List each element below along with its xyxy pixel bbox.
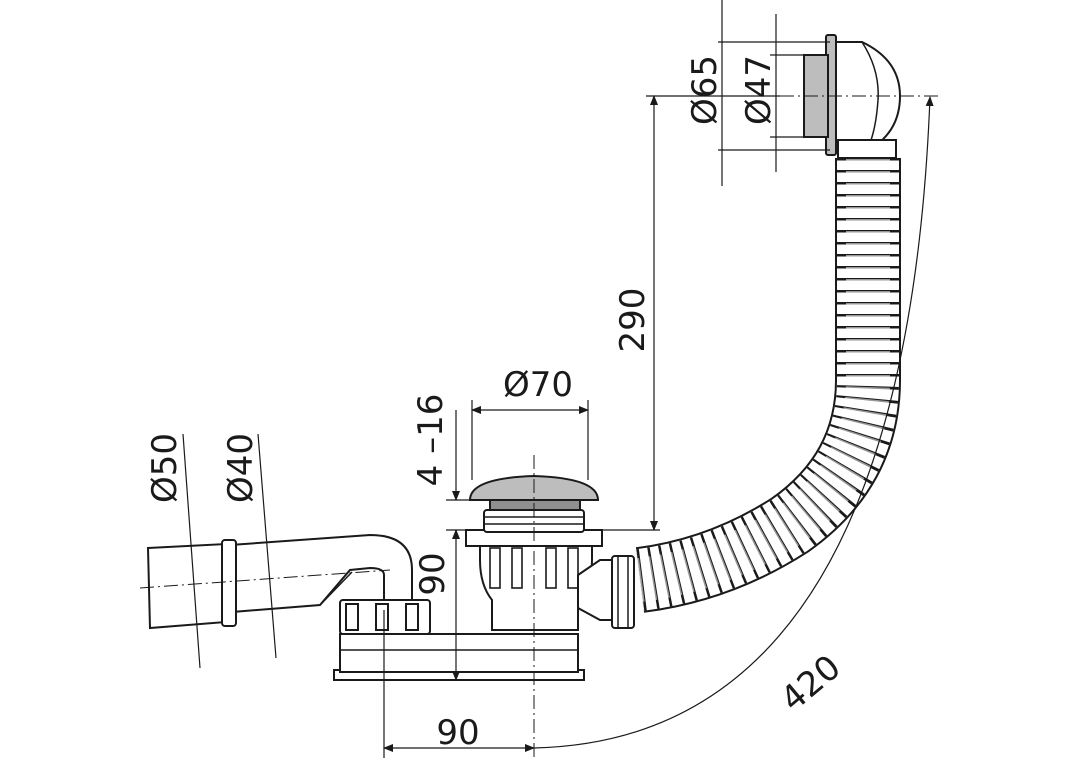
label-overflow-outer-diameter: Ø65 xyxy=(685,55,725,125)
label-hose-length: 420 xyxy=(773,647,848,719)
label-outlet-outer-diameter: Ø50 xyxy=(145,433,185,503)
trap-outlet xyxy=(146,533,431,635)
label-trap-offset: 90 xyxy=(436,713,479,753)
corrugated-hose xyxy=(635,158,901,613)
drain-body xyxy=(333,474,635,681)
label-hose-height: 290 xyxy=(613,288,653,353)
label-clamp-range: 4 –16 xyxy=(411,394,451,487)
label-drain-diameter: Ø70 xyxy=(503,365,573,405)
label-outlet-inner-diameter: Ø40 xyxy=(221,433,261,503)
dimension-lines xyxy=(182,0,934,758)
center-lines xyxy=(139,95,942,758)
label-trap-height: 90 xyxy=(413,552,453,595)
label-overflow-inner-diameter: Ø47 xyxy=(739,55,779,125)
